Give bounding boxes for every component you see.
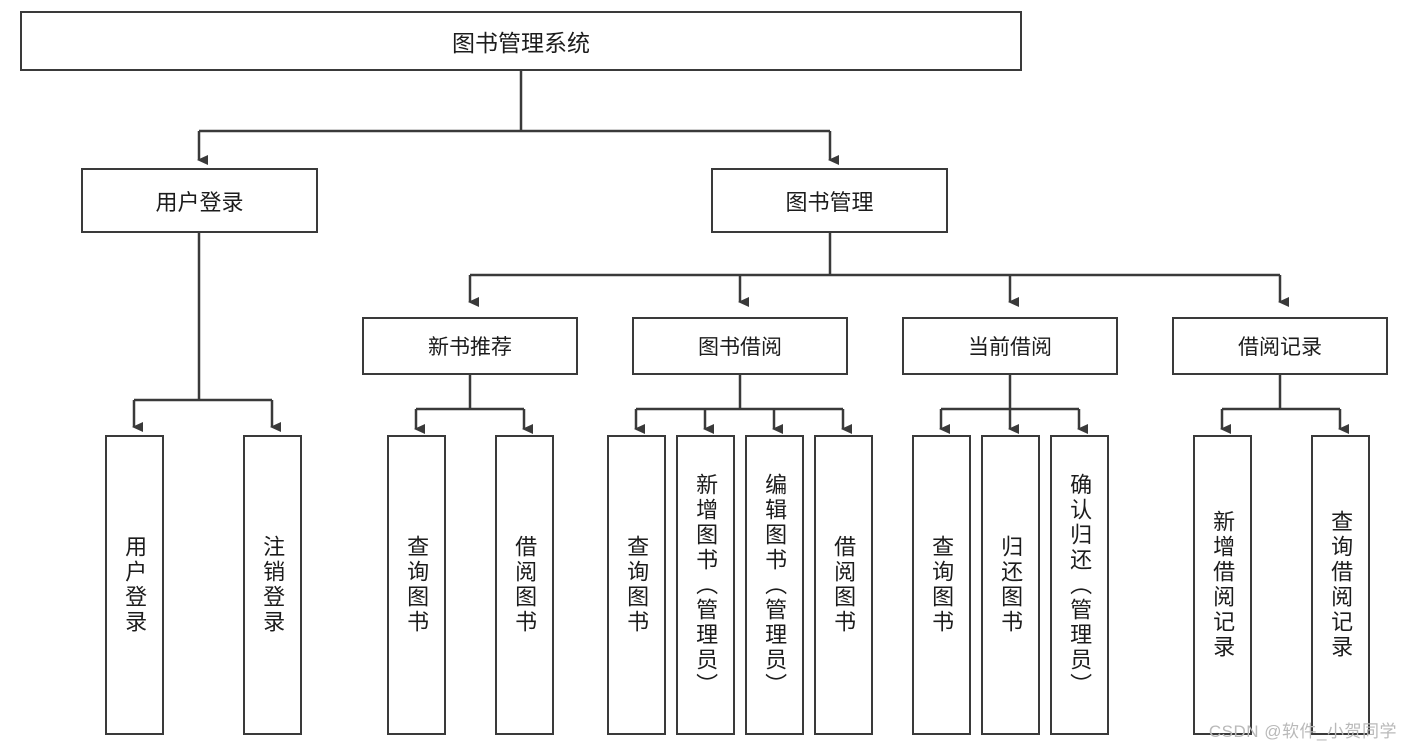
leaf-borrow-query-book[interactable]: 查询图书 [607,435,666,735]
node-book-management[interactable]: 图书管理 [711,168,948,233]
leaf-record-query-record[interactable]: 查询借阅记录 [1311,435,1370,735]
leaf-label: 查询图书 [404,535,430,635]
leaf-borrow-edit-book-admin[interactable]: 编辑图书（管理员） [745,435,804,735]
node-label: 图书借阅 [698,336,782,359]
leaf-borrow-borrow-book[interactable]: 借阅图书 [814,435,873,735]
leaf-current-query-book[interactable]: 查询图书 [912,435,971,735]
leaf-label: 查询借阅记录 [1328,510,1354,660]
node-new-book-recommend[interactable]: 新书推荐 [362,317,578,375]
node-current-borrow[interactable]: 当前借阅 [902,317,1118,375]
leaf-label: 用户登录 [122,535,148,635]
leaf-current-confirm-return-admin[interactable]: 确认归还（管理员） [1050,435,1109,735]
leaf-record-add-record[interactable]: 新增借阅记录 [1193,435,1252,735]
leaf-label: 新增借阅记录 [1210,510,1236,660]
leaf-recommend-query-book[interactable]: 查询图书 [387,435,446,735]
leaf-label: 借阅图书 [512,535,538,635]
node-root-system[interactable]: 图书管理系统 [20,11,1022,71]
node-label: 图书管理 [785,189,874,215]
node-label: 用户登录 [155,189,244,215]
csdn-watermark: CSDN @软件_小贺同学 [1208,722,1397,741]
leaf-label: 新增图书（管理员） [693,472,719,698]
leaf-label: 注销登录 [260,535,286,635]
leaf-label: 确认归还（管理员） [1067,472,1093,698]
node-label: 新书推荐 [428,336,512,359]
leaf-recommend-borrow-book[interactable]: 借阅图书 [495,435,554,735]
node-label: 借阅记录 [1238,336,1322,359]
node-user-login[interactable]: 用户登录 [81,168,318,233]
node-book-borrow[interactable]: 图书借阅 [632,317,848,375]
leaf-user-login-signout[interactable]: 注销登录 [243,435,302,735]
leaf-current-return-book[interactable]: 归还图书 [981,435,1040,735]
leaf-user-login-signin[interactable]: 用户登录 [105,435,164,735]
node-borrow-record[interactable]: 借阅记录 [1172,317,1388,375]
leaf-label: 查询图书 [929,535,955,635]
leaf-label: 查询图书 [624,535,650,635]
leaf-label: 归还图书 [998,535,1024,635]
leaf-label: 借阅图书 [831,535,857,635]
leaf-borrow-add-book-admin[interactable]: 新增图书（管理员） [676,435,735,735]
leaf-label: 编辑图书（管理员） [762,472,788,698]
node-label: 图书管理系统 [452,30,590,56]
node-label: 当前借阅 [968,336,1052,359]
